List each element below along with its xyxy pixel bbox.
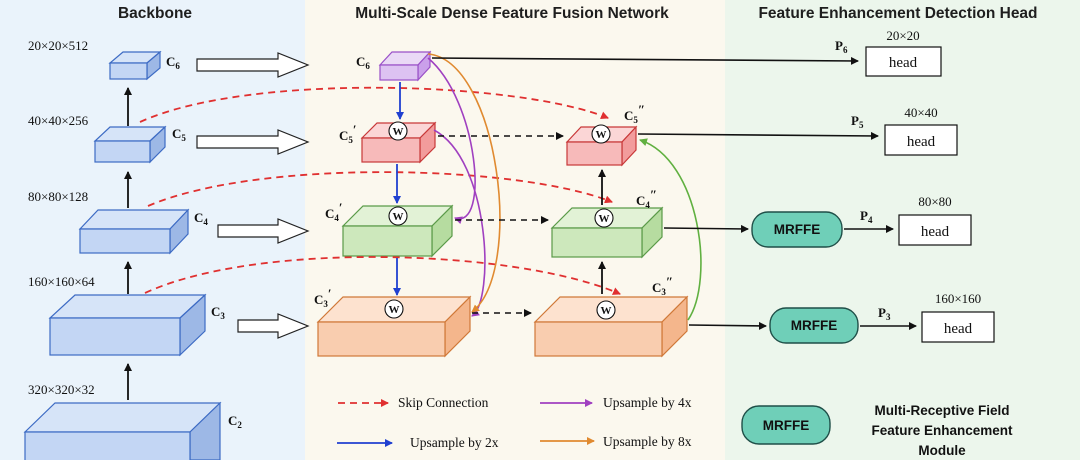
weight-node-c3p: W: [384, 299, 404, 319]
label-fusion-c6: C6: [356, 54, 370, 71]
dim-c6: 20×20×512: [28, 38, 88, 53]
dim-c5: 40×40×256: [28, 113, 89, 128]
out-c6-p6: [431, 56, 859, 65]
label-c2: C2: [228, 413, 242, 430]
head-p5-dim: 40×40: [904, 105, 937, 120]
head-p3-dim: 160×160: [935, 291, 981, 306]
head-p4-dim: 80×80: [918, 194, 951, 209]
hollow-arrow-c6: [196, 52, 310, 78]
head-p6: head: [865, 46, 942, 77]
weight-node-c4pp: W: [594, 208, 614, 228]
legend-up4-text: Upsample by 4x: [603, 395, 692, 410]
svg-text:head: head: [889, 55, 918, 71]
hollow-arrow-c5: [196, 129, 310, 155]
label-fusion-c5pp: C5″: [624, 102, 645, 125]
dim-c4: 80×80×128: [28, 189, 88, 204]
legend: Skip Connection Upsample by 2x Upsample …: [337, 395, 1013, 458]
label-c4: C4: [194, 210, 208, 227]
label-c5: C5: [172, 126, 186, 143]
skip-c4: [147, 171, 613, 207]
dim-c2: 320×320×32: [28, 382, 95, 397]
label-fusion-c3pp: C3″: [652, 274, 673, 297]
hollow-arrow-c4: [217, 218, 310, 244]
head-p5: head: [884, 124, 958, 156]
head-p4-label: P4: [860, 208, 873, 225]
legend-module-line2: Feature Enhancement: [871, 423, 1013, 438]
legend-up8-text: Upsample by 8x: [603, 434, 692, 449]
label-fusion-c4pp: C4″: [636, 187, 657, 210]
fusion-block-c3p: [316, 295, 472, 358]
skip-c5: [139, 86, 609, 123]
head-p6-dim: 20×20: [886, 28, 919, 43]
fusion-block-c4p: [341, 204, 454, 258]
head-p5-label: P5: [851, 113, 864, 130]
dim-c3: 160×160×64: [28, 274, 95, 289]
backbone-block-c4: [78, 208, 190, 255]
mrffe-module-p4: MRFFE: [751, 211, 843, 248]
svg-text:W: W: [393, 211, 404, 223]
label-fusion-c4p: C4′: [325, 200, 343, 223]
label-fusion-c5p: C5′: [339, 122, 357, 145]
label-c3: C3: [211, 304, 225, 321]
head-p3-label: P3: [878, 305, 891, 322]
weight-node-c5p: W: [388, 121, 408, 141]
backbone-block-c2: [23, 401, 222, 460]
svg-text:head: head: [944, 321, 973, 337]
out-c4pp-mrffe: [663, 224, 749, 233]
legend-skip-text: Skip Connection: [398, 395, 489, 410]
backbone-block-c6: [108, 50, 162, 81]
fusion-title: Multi-Scale Dense Feature Fusion Network: [355, 5, 669, 22]
fusion-block-c3pp: [533, 295, 689, 358]
up4-c6-c4p: [427, 57, 476, 225]
head-p3: head: [921, 311, 995, 343]
weight-node-c3pp: W: [596, 300, 616, 320]
green-link-c3pp-c5pp: [639, 138, 702, 321]
label-fusion-c3p: C3′: [314, 286, 332, 309]
out-c3pp-mrffe: [688, 321, 767, 330]
fusion-block-c6: [378, 50, 432, 82]
head-title: Feature Enhancement Detection Head: [758, 5, 1037, 22]
svg-text:W: W: [389, 304, 400, 316]
backbone-title: Backbone: [118, 5, 192, 22]
label-c6: C6: [166, 54, 180, 71]
up8-c6-c3p: [427, 53, 501, 313]
svg-text:MRFFE: MRFFE: [791, 318, 838, 333]
svg-text:W: W: [393, 126, 404, 138]
weight-node-c4p: W: [388, 206, 408, 226]
mrffe-module-p3: MRFFE: [769, 307, 859, 344]
svg-text:head: head: [921, 224, 950, 240]
legend-module-line3: Module: [918, 443, 966, 458]
svg-text:MRFFE: MRFFE: [774, 222, 821, 237]
backbone-block-c5: [93, 125, 167, 164]
svg-text:W: W: [596, 129, 607, 141]
svg-text:head: head: [907, 134, 936, 150]
weight-node-c5pp: W: [591, 124, 611, 144]
svg-text:W: W: [601, 305, 612, 317]
head-p6-label: P6: [835, 38, 848, 55]
legend-module-line1: Multi-Receptive Field: [874, 403, 1009, 418]
legend-mrffe-label: MRFFE: [763, 418, 810, 433]
backbone-block-c3: [48, 293, 207, 357]
out-c5pp-p5: [637, 131, 879, 140]
hollow-arrow-c3: [237, 313, 310, 339]
head-p4: head: [898, 214, 972, 246]
legend-mrffe-box: [741, 405, 831, 445]
svg-text:W: W: [599, 213, 610, 225]
legend-up2-text: Upsample by 2x: [410, 435, 499, 450]
